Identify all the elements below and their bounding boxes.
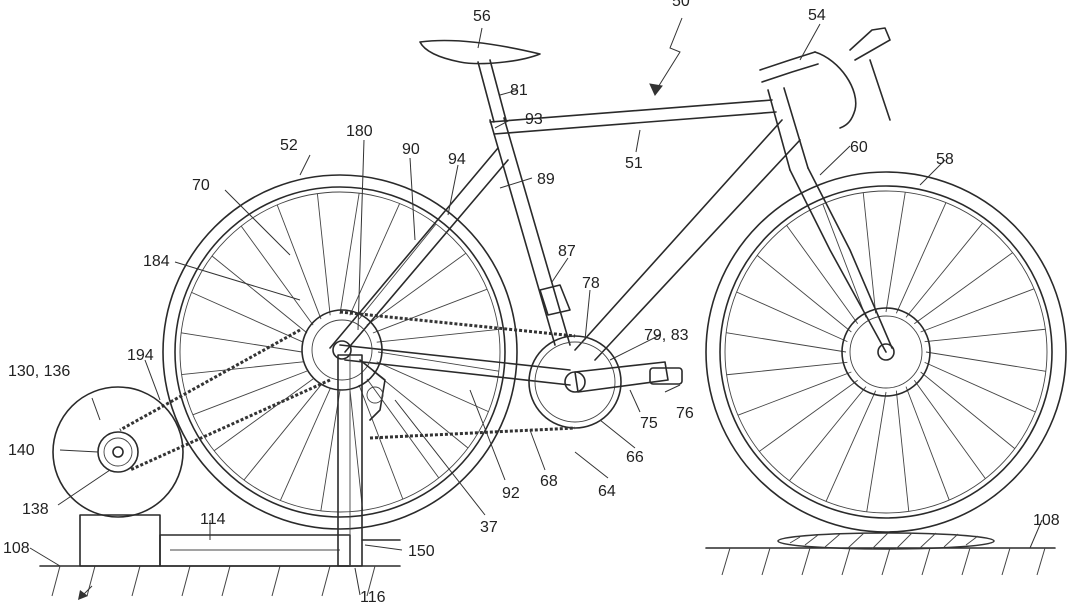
label-79-83: 79, 83 xyxy=(644,327,689,344)
label-37: 37 xyxy=(480,519,498,536)
spoke xyxy=(759,379,858,452)
spoke xyxy=(181,332,303,353)
trainer xyxy=(52,354,401,567)
label-89: 89 xyxy=(537,171,555,188)
spoke xyxy=(905,222,983,318)
label-87: 87 xyxy=(558,243,576,260)
spoke xyxy=(920,288,1035,333)
spoke xyxy=(276,204,322,320)
spoke xyxy=(895,202,947,314)
spoke xyxy=(376,361,489,413)
spoke xyxy=(924,361,1036,413)
spoke xyxy=(243,384,322,481)
bicycle-frame xyxy=(329,27,893,386)
reference-labels: 56 50 54 81 93 51 52 180 90 94 89 60 58 … xyxy=(3,0,1060,606)
spoke xyxy=(366,378,440,479)
spoke xyxy=(862,192,877,314)
label-81: 81 xyxy=(510,82,528,99)
spoke xyxy=(372,288,488,334)
spoke xyxy=(279,388,331,501)
front-wheel-riser xyxy=(777,532,995,550)
label-140: 140 xyxy=(8,442,35,459)
label-150: 150 xyxy=(408,543,435,560)
spoke xyxy=(726,361,848,376)
label-130-136: 130, 136 xyxy=(8,363,70,380)
spoke xyxy=(181,361,304,376)
label-138: 138 xyxy=(22,501,49,518)
spoke xyxy=(737,371,852,416)
spoke xyxy=(211,255,308,334)
label-94: 94 xyxy=(448,151,466,168)
spoke xyxy=(756,255,852,333)
spoke xyxy=(213,378,314,452)
spoke xyxy=(377,351,499,372)
label-54: 54 xyxy=(808,7,826,24)
label-50: 50 xyxy=(672,0,690,10)
spoke xyxy=(358,384,404,500)
label-116: 116 xyxy=(360,589,386,602)
spoke xyxy=(366,252,467,326)
label-64: 64 xyxy=(598,483,616,500)
spoke xyxy=(914,252,1013,325)
label-78: 78 xyxy=(582,275,600,292)
label-66: 66 xyxy=(626,449,644,466)
label-76: 76 xyxy=(676,405,694,422)
riser-hatch xyxy=(789,532,979,550)
label-56: 56 xyxy=(473,8,491,25)
label-114: 114 xyxy=(200,511,226,528)
spoke xyxy=(736,291,848,343)
ground-right xyxy=(705,547,1056,576)
spoke xyxy=(192,370,308,416)
label-51: 51 xyxy=(625,155,643,172)
spoke xyxy=(866,391,887,512)
spoke xyxy=(191,291,304,343)
spoke xyxy=(320,389,341,511)
label-108-right: 108 xyxy=(1033,512,1060,529)
drivetrain xyxy=(119,284,683,472)
label-90: 90 xyxy=(402,141,420,158)
label-68: 68 xyxy=(540,473,558,490)
spoke xyxy=(349,388,364,511)
spoke xyxy=(825,390,877,502)
spoke xyxy=(913,380,986,479)
spoke xyxy=(376,328,499,343)
direction-arrow xyxy=(78,585,93,600)
spoke xyxy=(349,203,401,316)
spoke xyxy=(920,371,1016,449)
label-60: 60 xyxy=(850,139,868,156)
label-184: 184 xyxy=(143,253,170,270)
spoke xyxy=(726,332,847,353)
label-52: 52 xyxy=(280,137,298,154)
spoke xyxy=(786,225,859,324)
front-wheel xyxy=(705,171,1067,533)
spoke xyxy=(895,390,910,512)
spoke xyxy=(339,193,360,315)
spoke xyxy=(885,192,906,313)
spoke xyxy=(358,223,437,320)
rear-wheel xyxy=(162,174,518,530)
spoke xyxy=(316,193,331,316)
label-70: 70 xyxy=(192,177,210,194)
leader-lines xyxy=(29,17,1043,596)
label-58: 58 xyxy=(936,151,954,168)
label-75: 75 xyxy=(640,415,658,432)
spoke xyxy=(924,328,1046,343)
label-194: 194 xyxy=(127,347,154,364)
ground-left xyxy=(39,565,401,597)
spoke xyxy=(905,386,950,501)
label-92: 92 xyxy=(502,485,520,502)
spoke xyxy=(789,386,867,482)
spoke xyxy=(925,351,1046,372)
label-93: 93 xyxy=(525,111,543,128)
label-180: 180 xyxy=(346,123,373,140)
label-108-left: 108 xyxy=(3,540,30,557)
spoke xyxy=(240,225,314,326)
spoke xyxy=(822,203,867,318)
